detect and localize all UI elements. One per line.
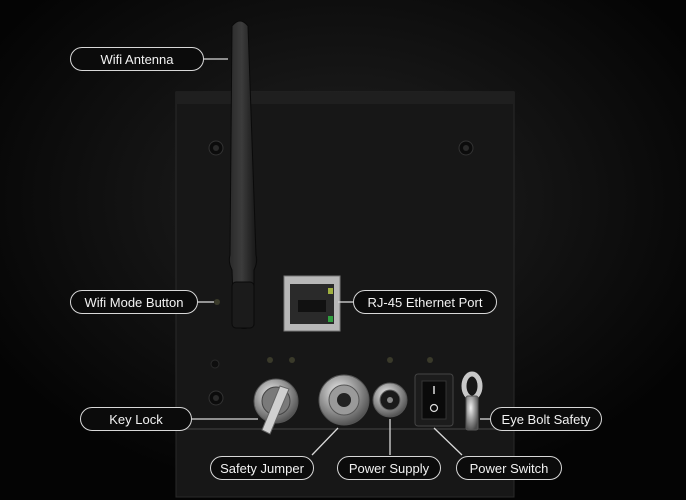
key-lock-icon [253,378,299,435]
callout-key-lock: Key Lock [80,407,192,431]
screw-icon [208,140,224,156]
wifi-mode-led [214,299,220,305]
callout-wifi-mode-button: Wifi Mode Button [70,290,198,314]
callout-power-switch: Power Switch [456,456,562,480]
status-leds [267,357,433,363]
screw-icon [208,390,224,406]
screw-icon [458,140,474,156]
power-switch-icon [414,373,454,427]
eye-bolt-icon [461,371,483,431]
callout-rj45-ethernet-port: RJ-45 Ethernet Port [353,290,497,314]
hole-icon [210,359,220,369]
callout-safety-jumper: Safety Jumper [210,456,314,480]
safety-jumper-icon [318,374,370,426]
callout-power-supply: Power Supply [337,456,441,480]
ethernet-port-icon [283,275,341,332]
leader-lines [192,58,490,456]
callout-wifi-antenna: Wifi Antenna [70,47,204,71]
antenna-icon [228,20,258,329]
callout-eye-bolt-safety: Eye Bolt Safety [490,407,602,431]
power-jack-icon [372,382,408,418]
